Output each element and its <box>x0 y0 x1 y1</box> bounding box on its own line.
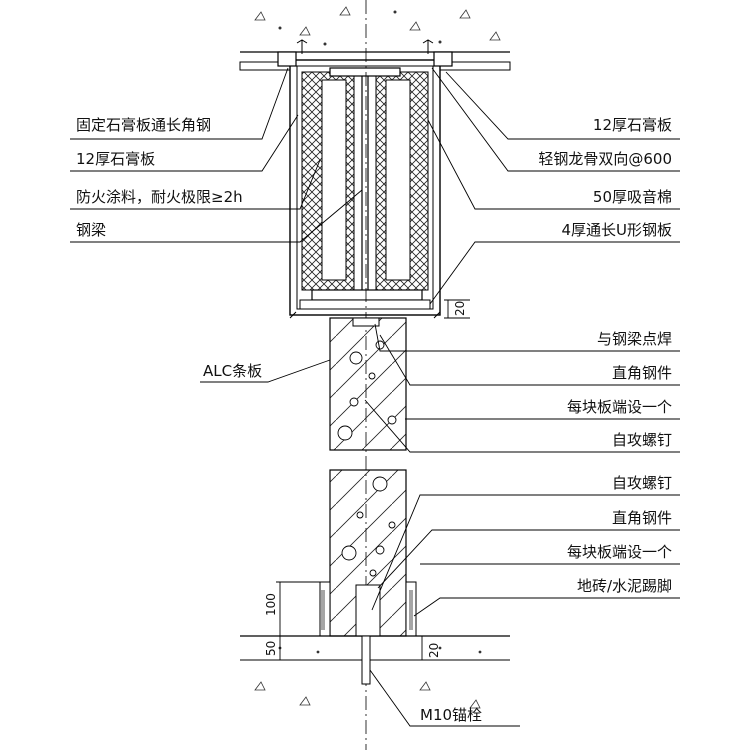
label-wool: 50厚吸音棉 <box>593 188 672 206</box>
label-gypsum-left: 12厚石膏板 <box>76 150 155 168</box>
label-angle-steel: 固定石膏板通长角钢 <box>76 116 211 134</box>
label-screw-top: 自攻螺钉 <box>612 431 672 449</box>
label-each-panel-top: 每块板端设一个 <box>567 398 672 416</box>
label-steel-beam: 钢梁 <box>76 221 106 239</box>
label-keel: 轻钢龙骨双向@600 <box>538 150 672 168</box>
beam-enclosure <box>277 39 453 319</box>
dimension-lines <box>276 299 470 661</box>
dim-floor: 50 <box>264 641 278 656</box>
label-angle-piece-bottom: 直角钢件 <box>612 509 672 527</box>
label-screw-bottom: 自攻螺钉 <box>612 474 672 492</box>
floor-slab <box>240 635 510 709</box>
label-fireproof: 防火涂料，耐火极限≥2h <box>76 188 243 206</box>
label-anchor-bolt: M10锚栓 <box>420 706 482 724</box>
label-u-plate: 4厚通长U形钢板 <box>561 221 672 239</box>
dim-top-gap: 20 <box>453 301 467 316</box>
label-gypsum-right: 12厚石膏板 <box>593 116 672 134</box>
alc-panel-upper <box>329 317 407 451</box>
dim-skirting: 100 <box>264 593 278 616</box>
label-alc: ALC条板 <box>203 362 262 380</box>
label-each-panel-bottom: 每块板端设一个 <box>567 543 672 561</box>
alc-panel-lower <box>319 469 417 637</box>
leader-lines <box>70 67 680 727</box>
label-angle-piece-top: 直角钢件 <box>612 364 672 382</box>
dim-bottom-gap: 20 <box>427 643 441 658</box>
label-spot-weld: 与钢梁点焊 <box>597 330 672 348</box>
label-skirting: 地砖/水泥踢脚 <box>577 577 672 595</box>
